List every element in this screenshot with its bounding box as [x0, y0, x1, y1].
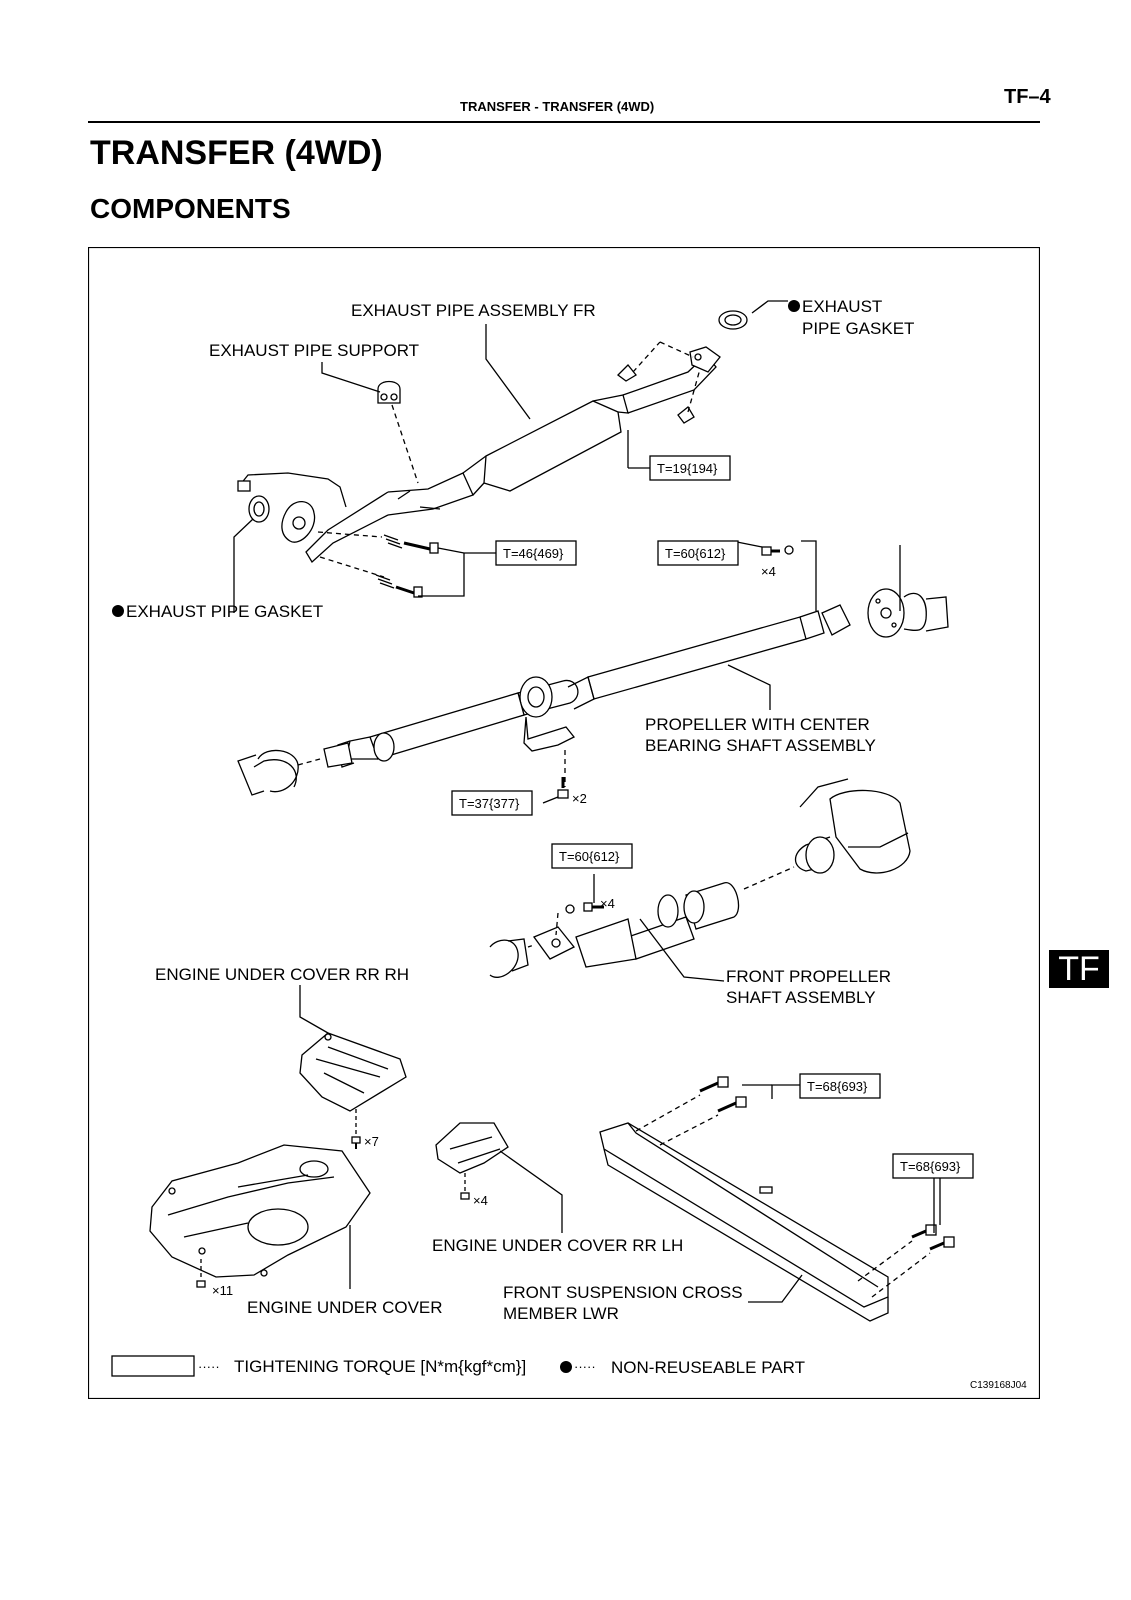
section-subtitle: COMPONENTS [90, 193, 291, 224]
torque-60-rear: T=60{612} [665, 546, 726, 561]
qty-x11-cover: ×11 [212, 1283, 233, 1298]
torque-box-68-b [892, 1153, 974, 1179]
nonreusable-dot-top-gasket [788, 300, 800, 312]
page-title: TRANSFER (4WD) [90, 134, 383, 172]
engine-under-cover-rr-rh-drawing [299, 1032, 407, 1149]
torque-box-68-a [799, 1073, 881, 1099]
legend-torque-box [111, 1355, 195, 1377]
nonreusable-dot-left-gasket [112, 605, 124, 617]
legend-torque-text: TIGHTENING TORQUE [N*m{kgf*cm}] [234, 1357, 526, 1376]
qty-x7-rr-rh: ×7 [364, 1134, 379, 1149]
engine-under-cover-drawing [149, 1144, 371, 1288]
label-exhaust-gasket-top-line1: EXHAUST [802, 297, 882, 316]
header-section-title: TRANSFER - TRANSFER (4WD) [460, 99, 655, 114]
propeller-shaft-drawing [237, 545, 949, 799]
quantities: ×4 ×2 ×4 ×7 ×4 ×11 [212, 564, 776, 1298]
label-exhaust-pipe-assembly-fr: EXHAUST PIPE ASSEMBLY FR [351, 301, 596, 320]
torque-boxes: T=19{194} T=46{469} T=60{612} T=37{377} … [451, 455, 974, 1179]
torque-68-a: T=68{693} [807, 1079, 868, 1094]
label-exhaust-gasket-top-line2: PIPE GASKET [802, 319, 914, 338]
front-suspension-cross-member-drawing [599, 1076, 955, 1322]
exhaust-spring-bolts-drawing [317, 531, 439, 598]
header-rule [88, 121, 1040, 123]
components-diagram: EXHAUST PIPE ASSEMBLY FR EXHAUST PIPE SU… [88, 247, 1040, 1399]
label-exhaust-gasket-left: EXHAUST PIPE GASKET [126, 602, 323, 621]
torque-37: T=37{377} [459, 796, 520, 811]
part-labels: EXHAUST PIPE ASSEMBLY FR EXHAUST PIPE SU… [112, 297, 914, 1323]
label-front-susp-line1: FRONT SUSPENSION CROSS [503, 1283, 743, 1302]
torque-box-60-rear [657, 540, 739, 566]
label-engine-under-cover: ENGINE UNDER COVER [247, 1298, 443, 1317]
legend-torque-dots: ····· [198, 1359, 220, 1374]
diagram-frame [88, 247, 1040, 1399]
figure-code: C139168J04 [970, 1380, 1027, 1391]
label-engine-under-cover-rr-rh: ENGINE UNDER COVER RR RH [155, 965, 409, 984]
legend-nonreusable-text: NON-REUSEABLE PART [611, 1358, 805, 1377]
torque-19: T=19{194} [657, 461, 718, 476]
torque-46: T=46{469} [503, 546, 564, 561]
legend: ····· TIGHTENING TORQUE [N*m{kgf*cm}] ··… [111, 1355, 805, 1377]
exhaust-pipe-support-drawing [377, 380, 419, 484]
label-front-susp-line2: MEMBER LWR [503, 1304, 619, 1323]
torque-box-60-front [551, 843, 633, 869]
side-tab: TF [1049, 950, 1109, 988]
torque-60-front: T=60{612} [559, 849, 620, 864]
header-page-number: TF–4 [1004, 86, 1051, 108]
label-propeller-line1: PROPELLER WITH CENTER [645, 715, 870, 734]
label-front-propeller-line1: FRONT PROPELLER [726, 967, 891, 986]
label-propeller-line2: BEARING SHAFT ASSEMBLY [645, 736, 876, 755]
label-exhaust-pipe-support: EXHAUST PIPE SUPPORT [209, 341, 419, 360]
torque-68-b: T=68{693} [900, 1159, 961, 1174]
qty-x4-rear: ×4 [761, 564, 776, 579]
qty-x4-rr-lh: ×4 [473, 1193, 488, 1208]
label-front-propeller-line2: SHAFT ASSEMBLY [726, 988, 876, 1007]
rear-flange-bolt-drawing [761, 545, 794, 556]
qty-x4-front: ×4 [600, 896, 615, 911]
engine-under-cover-rr-lh-drawing [435, 1122, 509, 1200]
exhaust-gasket-top-drawing [718, 310, 748, 330]
legend-nonreusable-dots: ····· [574, 1359, 596, 1374]
legend-nonreusable-dot [560, 1361, 572, 1373]
torque-box-19 [649, 455, 731, 481]
front-propeller-shaft-drawing [489, 778, 911, 978]
exhaust-gasket-left-drawing [248, 495, 270, 523]
leader-lines [233, 300, 941, 1303]
exhaust-pipe-assembly-drawing [237, 346, 721, 564]
label-engine-under-cover-rr-lh: ENGINE UNDER COVER RR LH [432, 1236, 683, 1255]
torque-box-46 [495, 540, 577, 566]
torque-box-37 [451, 790, 533, 816]
qty-x2-center: ×2 [572, 791, 587, 806]
